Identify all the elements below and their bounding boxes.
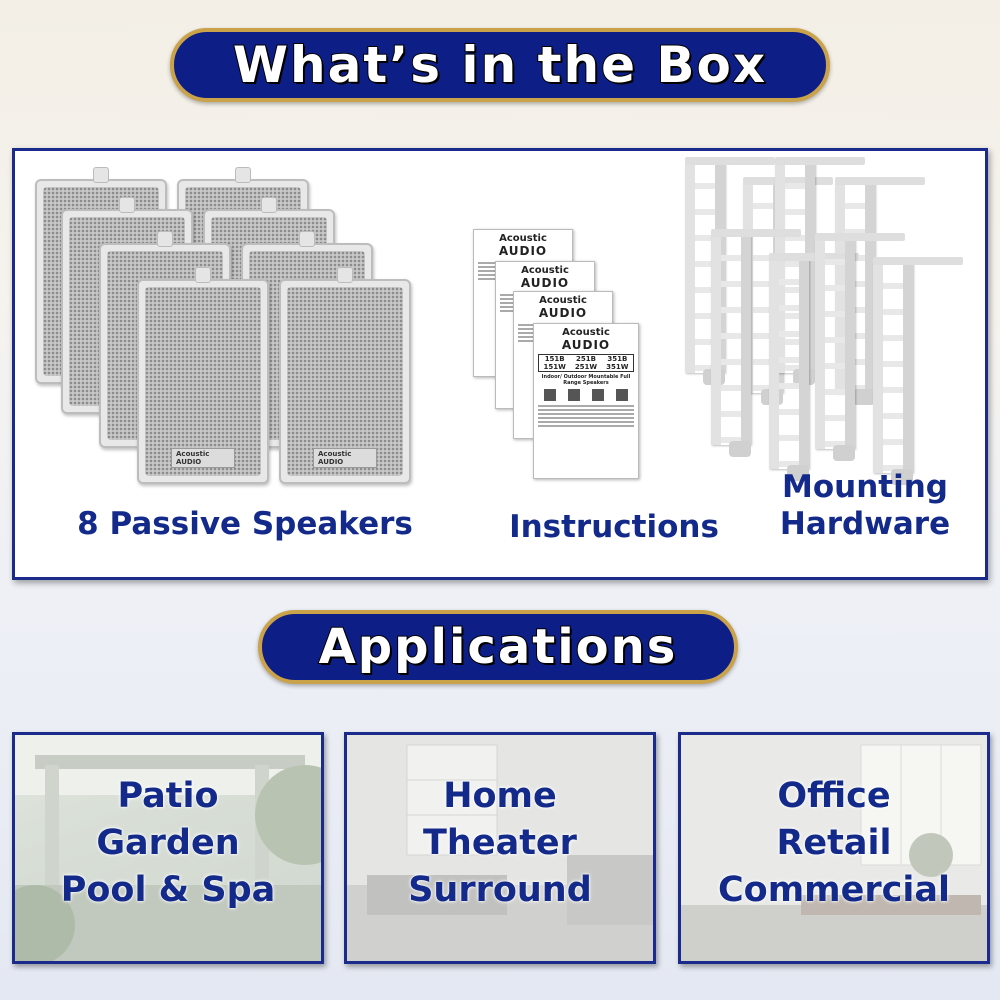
application-card-outdoor: Patio Garden Pool & Spa	[12, 732, 324, 964]
app-card-line: Patio	[117, 776, 219, 816]
app-card-line: Garden	[96, 823, 240, 863]
application-card-office: Office Retail Commercial	[678, 732, 990, 964]
patio-background-image	[15, 735, 321, 961]
office-background-image	[681, 735, 987, 961]
application-card-home: Home Theater Surround	[344, 732, 656, 964]
app-card-line: Office	[777, 776, 891, 816]
mounting-bracket	[873, 257, 963, 485]
instructions-label: Instructions	[509, 509, 719, 545]
box-contents-panel: Acoustic AUDIO Acoustic AUDIO 8 Passive …	[12, 148, 988, 580]
mounting-bracket	[815, 233, 905, 461]
whats-in-the-box-banner: What’s in the Box	[170, 28, 830, 102]
app-card-line: Surround	[408, 870, 592, 910]
app-card-line: Pool & Spa	[60, 870, 276, 910]
applications-banner: Applications	[258, 610, 738, 684]
speakers-label: 8 Passive Speakers	[77, 506, 413, 542]
whats-in-the-box-title: What’s in the Box	[232, 35, 768, 95]
mounting-hardware-label: Mounting Hardware	[755, 469, 975, 543]
speaker-badge: Acoustic AUDIO	[171, 448, 235, 468]
mounting-bracket	[769, 253, 859, 481]
app-card-line: Home	[443, 776, 557, 816]
mounting-label-line2: Hardware	[779, 506, 951, 543]
speaker: Acoustic AUDIO	[137, 267, 269, 484]
instruction-card-front: Acoustic AUDIO 151B 251B 351B 151W 251W …	[533, 323, 639, 479]
mounting-label-line1: Mounting	[782, 469, 948, 505]
speaker-badge: Acoustic AUDIO	[313, 448, 377, 468]
living-room-background-image	[347, 735, 653, 961]
applications-title: Applications	[318, 618, 678, 676]
speaker: Acoustic AUDIO	[279, 267, 411, 484]
mounting-bracket	[711, 229, 801, 457]
app-card-line: Retail	[776, 823, 892, 863]
app-card-line: Commercial	[717, 870, 951, 910]
app-card-line: Theater	[423, 823, 577, 863]
